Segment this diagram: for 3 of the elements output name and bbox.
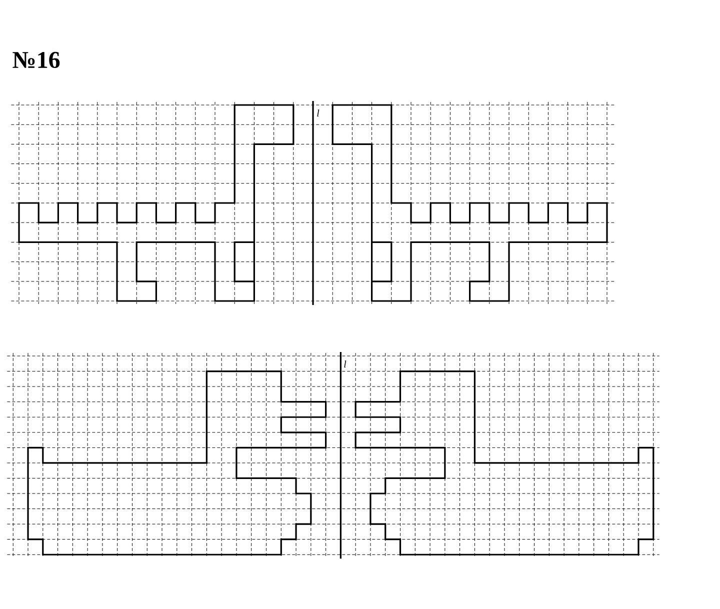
axis-label: l [342,360,348,368]
axis-label: l [316,108,320,118]
exercise-number: №16 [12,52,60,68]
